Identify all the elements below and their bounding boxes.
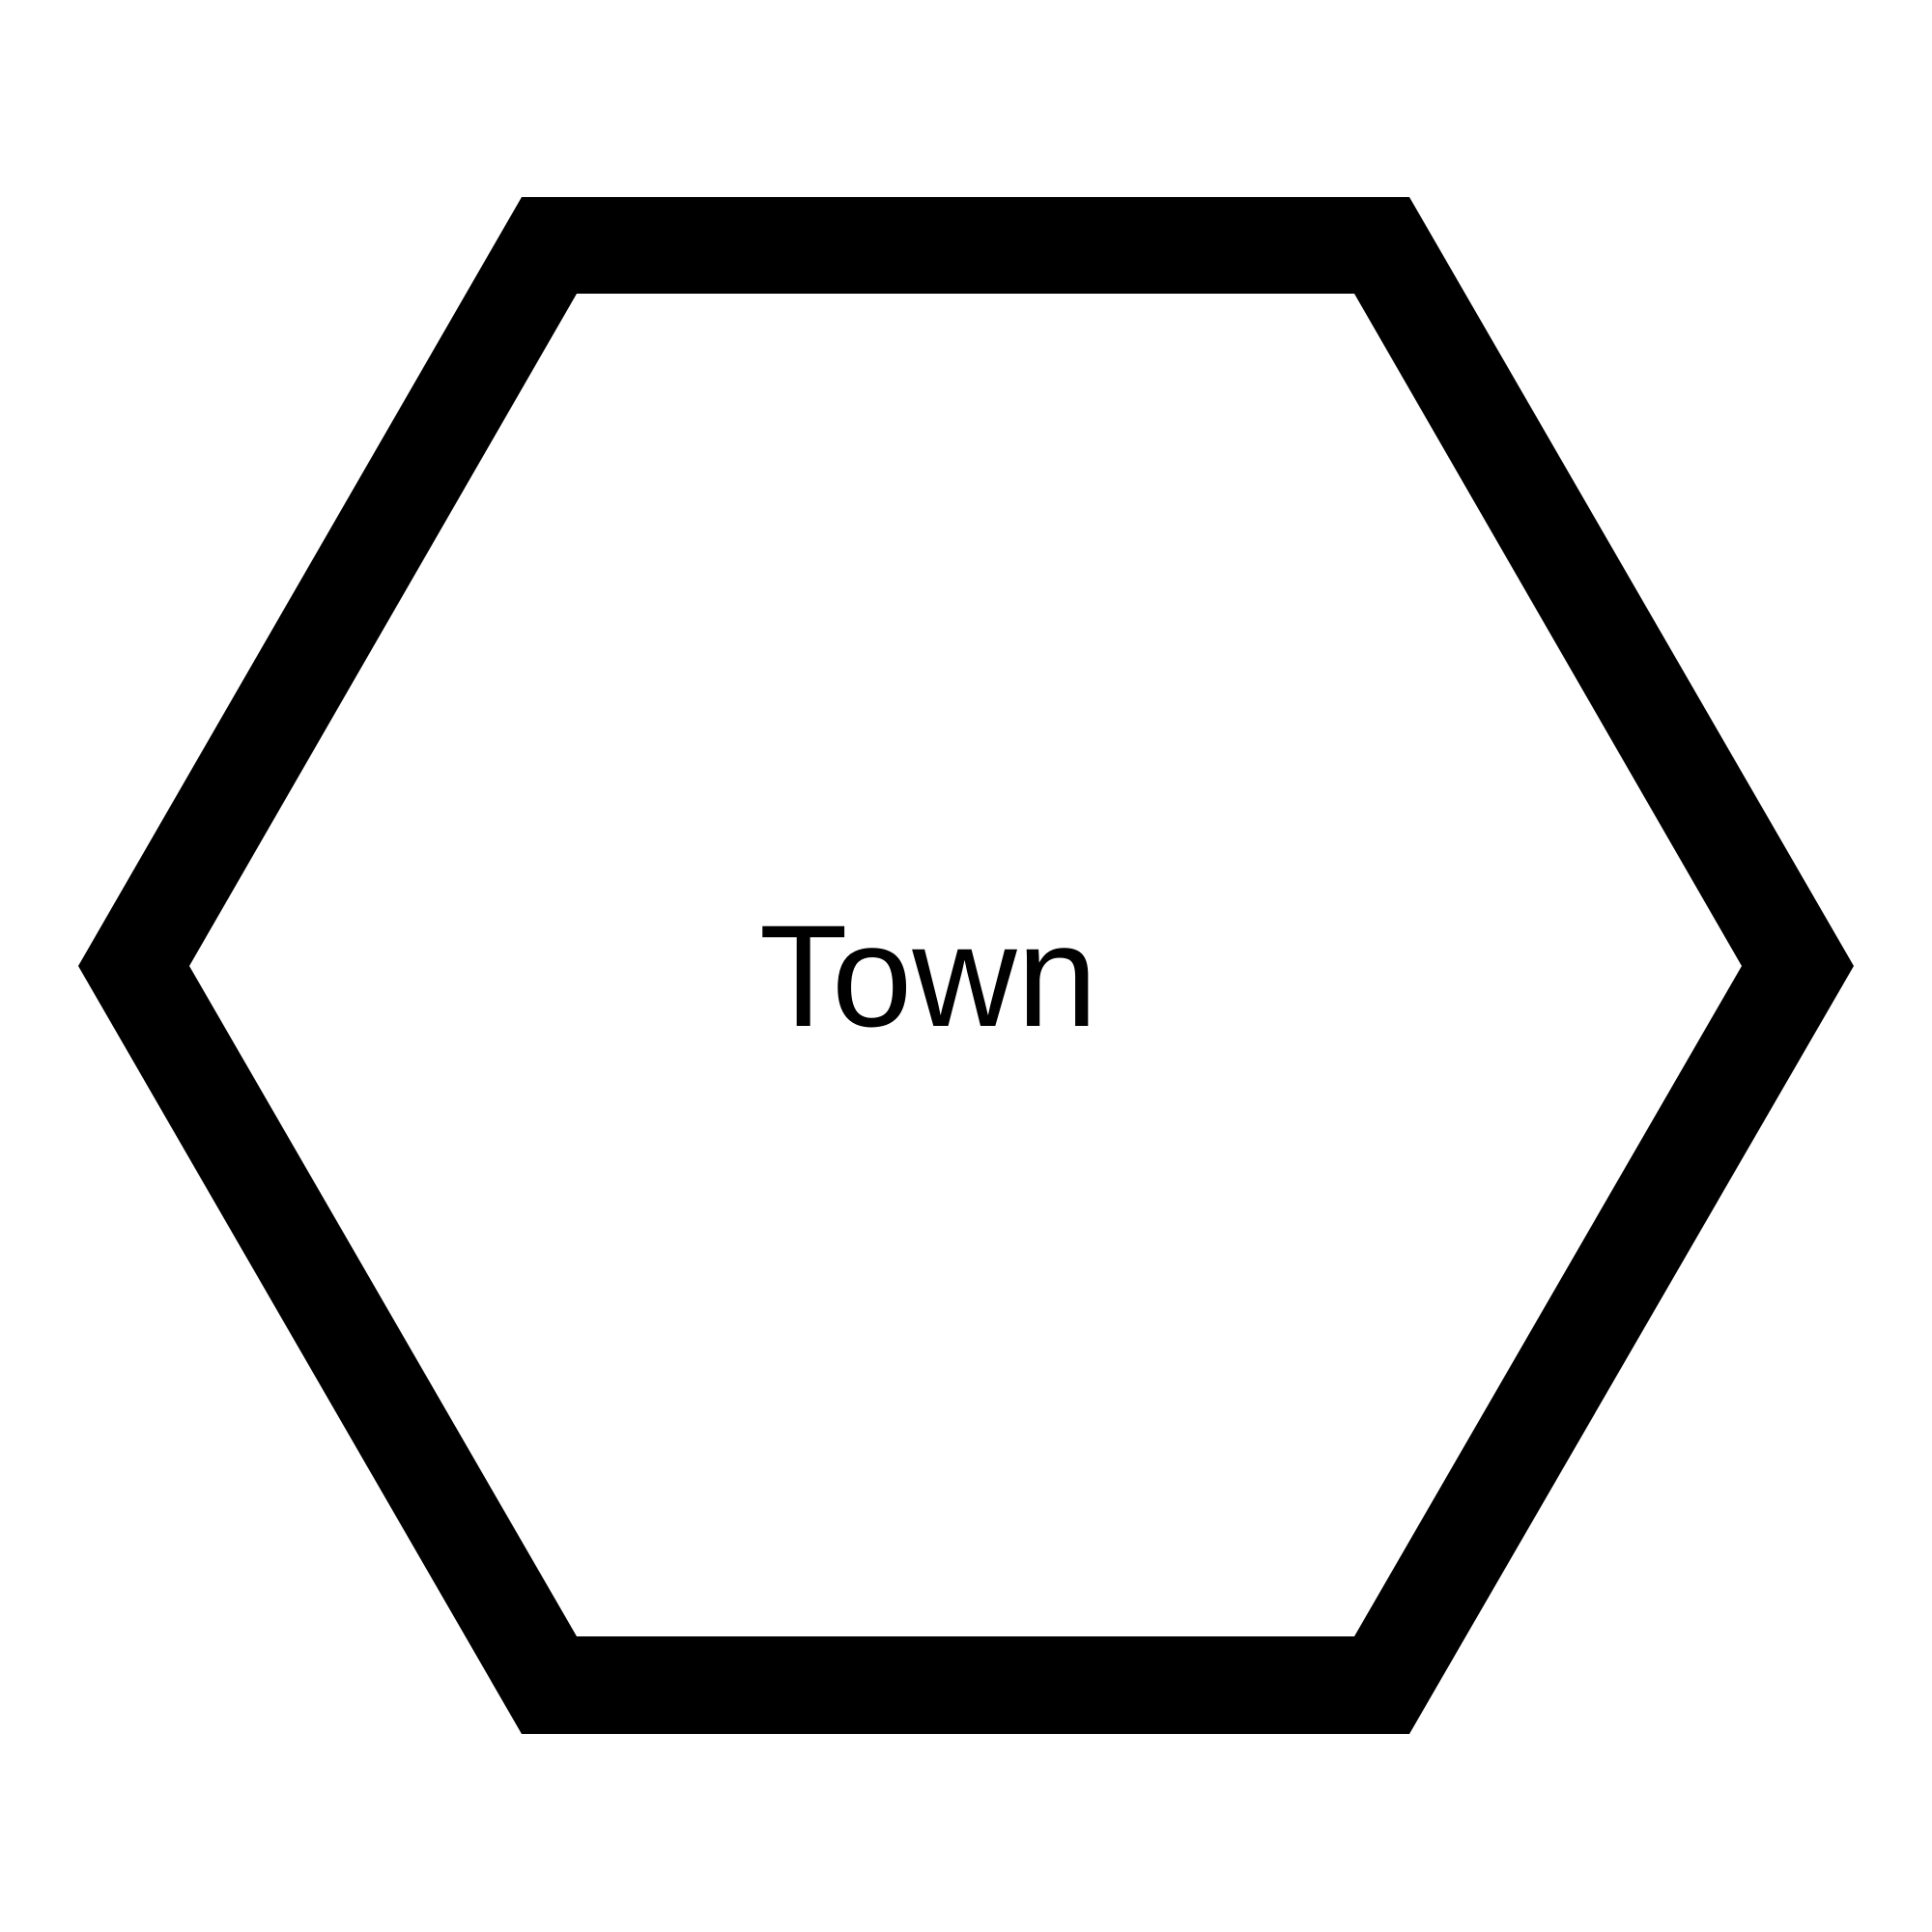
hexagon-label: Town (759, 895, 1097, 1057)
hexagon-interior (189, 294, 1742, 1636)
